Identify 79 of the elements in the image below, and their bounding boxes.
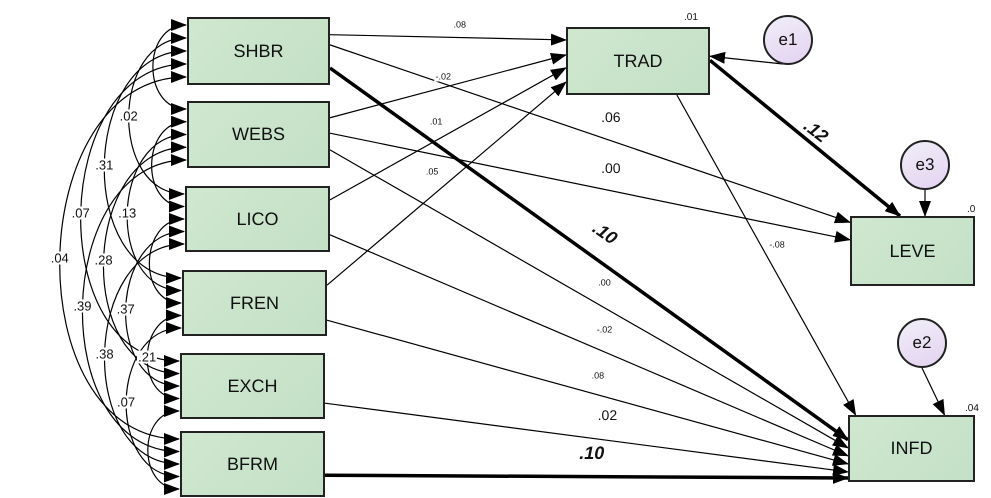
- covariance-arrow: [59, 74, 187, 442]
- r-squared-value: .01: [684, 12, 698, 23]
- r-squared-value: .04: [965, 403, 979, 414]
- path-arrow: [330, 132, 851, 243]
- edge-label: .08: [590, 371, 606, 380]
- variable-box: [187, 17, 330, 85]
- edge-label: .06: [600, 110, 622, 124]
- edge-label: .00: [597, 278, 612, 288]
- covariance-arrow: [152, 22, 187, 112]
- path-arrow: [326, 81, 567, 286]
- r-squared-value: .0: [967, 204, 976, 215]
- covariance-arrow: [82, 156, 187, 455]
- edge-label: .02: [118, 110, 139, 122]
- covariance-arrow: [146, 312, 182, 402]
- path-arrow: [330, 34, 567, 46]
- variable-box: [187, 101, 330, 168]
- variable-name: e1: [778, 30, 798, 50]
- path-arrow: [324, 402, 849, 476]
- error-term-circle: [900, 140, 950, 190]
- error-term-circle: [897, 318, 947, 368]
- path-arrow: [919, 190, 931, 217]
- variable-name: e2: [912, 333, 932, 353]
- variable-name: EXCH: [227, 376, 278, 396]
- path-arrow: [330, 67, 567, 200]
- error-term-circle: [763, 15, 813, 65]
- edge-label: -.02: [596, 325, 614, 334]
- covariance-arrow: [104, 48, 187, 282]
- edge-label: .21: [137, 350, 158, 364]
- path-arrow: [330, 52, 567, 118]
- path-arrow: [330, 149, 849, 448]
- path-arrow: [326, 320, 849, 466]
- variable-name: LICO: [236, 208, 278, 230]
- edge-label: .04: [50, 252, 70, 264]
- variable-name: INFD: [890, 438, 932, 459]
- covariance-arrow: [151, 118, 187, 210]
- covariance-arrow: [126, 324, 182, 480]
- path-arrow: [921, 368, 946, 416]
- edge-label: .00: [600, 160, 622, 175]
- variable-name: BFRM: [227, 454, 278, 474]
- path-arrow: [708, 58, 902, 218]
- edge-label: .39: [72, 299, 93, 312]
- variable-name: SHBR: [233, 40, 284, 62]
- edge-label: .31: [94, 158, 114, 171]
- covariance-arrow: [104, 240, 185, 468]
- edge-label: .07: [70, 206, 91, 219]
- covariance-arrow: [125, 228, 185, 390]
- edge-label: .28: [94, 254, 114, 267]
- covariance-arrow: [128, 34, 187, 198]
- edge-label: .05: [424, 167, 440, 176]
- edge-label: .10: [578, 444, 606, 462]
- path-arrow: [325, 472, 849, 484]
- edge-label: .02: [596, 408, 618, 422]
- covariance-arrow: [126, 131, 187, 294]
- variable-name: LEVE: [889, 240, 936, 262]
- edge-label: .38: [94, 348, 115, 360]
- edge-label: .01: [428, 118, 444, 127]
- edge-label: .37: [116, 302, 136, 316]
- variable-name: FREN: [230, 292, 279, 314]
- variable-name: e3: [916, 155, 934, 175]
- covariance-arrow: [148, 215, 185, 306]
- path-arrow: [709, 52, 784, 65]
- covariance-arrow: [80, 60, 187, 364]
- variable-box: [185, 186, 330, 252]
- variable-box: [180, 353, 325, 419]
- edge-label: -.02: [434, 72, 452, 82]
- covariance-arrow: [102, 144, 187, 377]
- variable-box: [180, 431, 325, 497]
- variable-box: [182, 270, 327, 336]
- edge-label: -.08: [768, 240, 786, 250]
- variable-name: TRAD: [614, 50, 662, 72]
- path-arrow: [676, 94, 856, 416]
- path-arrow: [330, 234, 849, 456]
- covariance-arrow: [147, 407, 180, 493]
- path-arrow: [328, 66, 850, 442]
- path-arrow: [330, 44, 851, 224]
- variable-name: WEBS: [232, 124, 285, 145]
- edge-label: .08: [452, 20, 468, 30]
- edge-label: .13: [117, 206, 138, 219]
- edge-label: .07: [116, 396, 136, 409]
